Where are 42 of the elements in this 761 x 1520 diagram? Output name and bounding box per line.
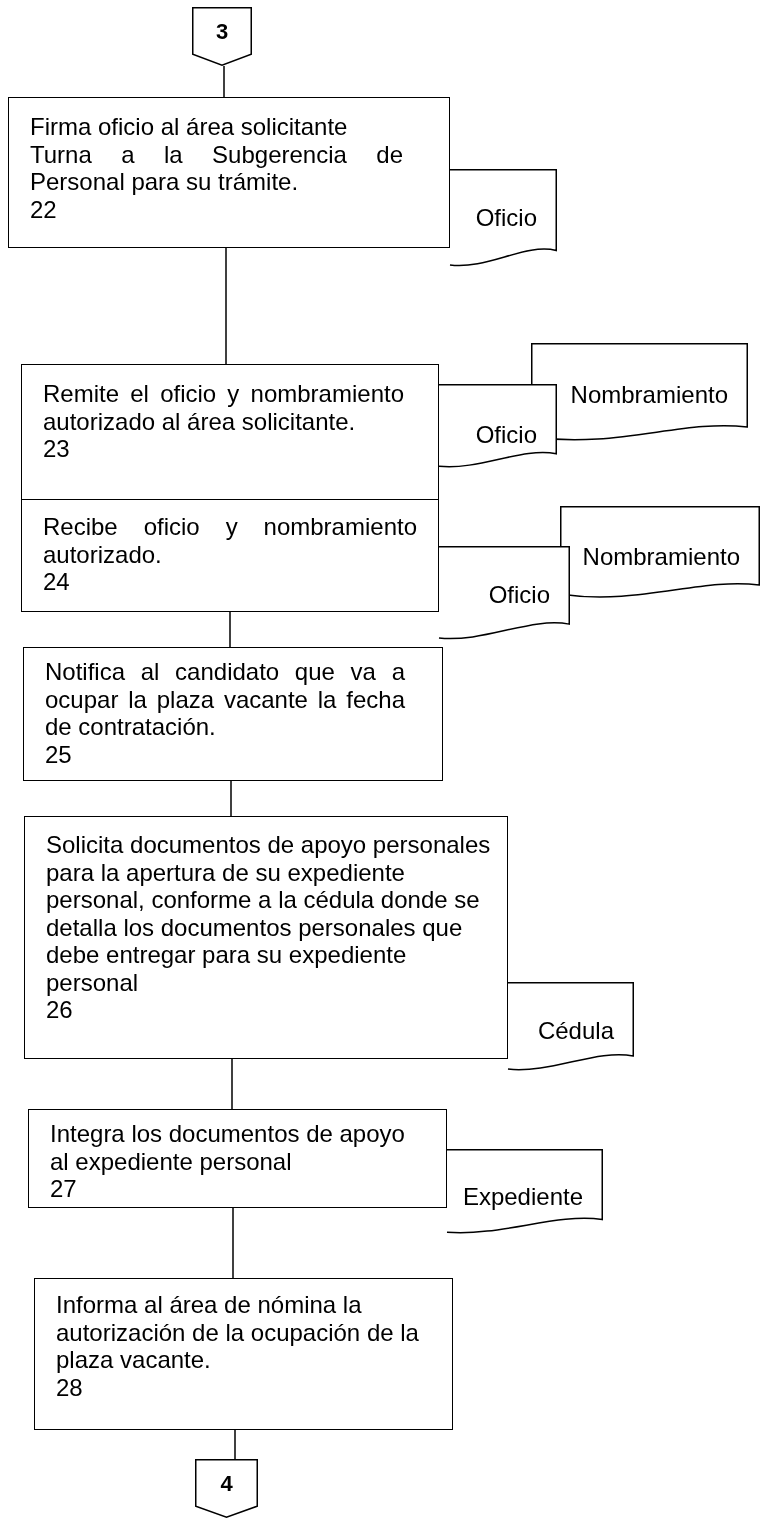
connector-line — [230, 780, 232, 817]
document-shape — [450, 169, 557, 266]
step-number: 22 — [30, 195, 57, 223]
document-shape — [447, 1149, 603, 1233]
process-box — [23, 647, 443, 781]
step-text: Firma oficio al área solicitante — [30, 113, 348, 140]
step-text: Notifica al candidato que va a ocupar la plaza vacante la fecha de contratación. — [45, 658, 405, 740]
connector-line — [232, 1207, 234, 1279]
connector-line — [234, 1429, 236, 1460]
step-text: Turna a la Subgerencia de Personal para su trámite. — [30, 140, 403, 195]
document-label: Cédula — [537, 1017, 614, 1045]
connector-line — [231, 1058, 233, 1110]
document-shape — [560, 506, 760, 600]
step-number: 25 — [45, 740, 72, 768]
document-label: Oficio — [488, 581, 550, 609]
step-number: 28 — [56, 1373, 83, 1401]
document-label: Nombramiento — [582, 543, 740, 570]
off-page-connector — [192, 7, 252, 66]
process-box — [24, 816, 508, 1059]
step-number: 27 — [50, 1175, 77, 1202]
connector-number: 4 — [220, 1471, 233, 1496]
step-number: 26 — [46, 996, 73, 1023]
connector-line — [223, 65, 225, 98]
connector-line — [225, 247, 227, 365]
document-label: Oficio — [475, 203, 537, 231]
step-text: Solicita documentos de apoyo personales para la apertura de su expediente personal, conforme a la cédula donde se detalla los documentos personales que debe entregar para su expediente personal — [46, 831, 491, 996]
document-shape — [508, 982, 634, 1070]
step-text: Integra los documentos de apoyo al expediente personal — [50, 1120, 405, 1175]
step-text: Recibe oficio y nombramiento autorizado. — [43, 513, 417, 568]
connector-line — [229, 611, 231, 648]
document-shape — [439, 546, 570, 639]
step-number: 23 — [43, 435, 70, 462]
document-shape — [439, 384, 557, 467]
step-text: Informa al área de nómina la autorización de la ocupación de la plaza vacante. — [56, 1291, 419, 1373]
document-label: Oficio — [475, 420, 537, 448]
process-box — [34, 1278, 453, 1430]
document-label: Nombramiento — [570, 381, 728, 409]
document-label: Expediente — [462, 1183, 583, 1211]
step-number: 24 — [43, 568, 70, 595]
step-text: Remite el oficio y nombramiento autorizado al área solicitante. — [43, 380, 404, 435]
off-page-connector — [195, 1459, 258, 1518]
connector-number: 3 — [215, 19, 229, 44]
